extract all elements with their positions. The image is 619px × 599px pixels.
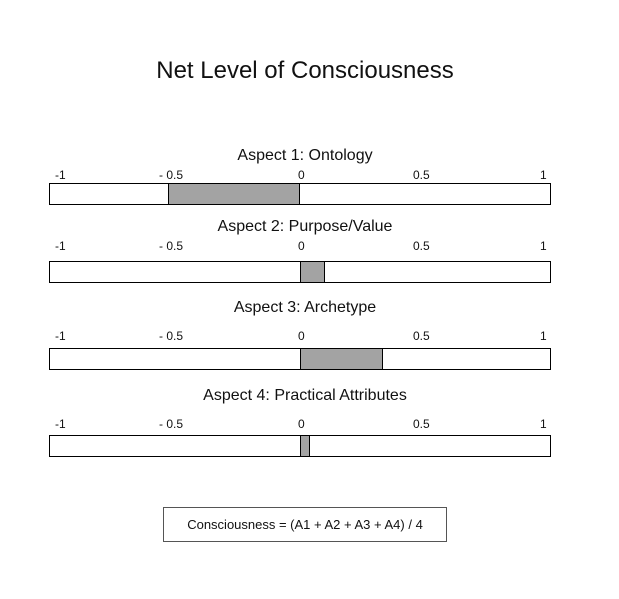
tick-label: - 0.5 (159, 417, 184, 431)
scale-bar (49, 183, 551, 205)
tick-label: -1 (55, 239, 66, 253)
tick-label: 1 (540, 417, 547, 431)
tick-label: 0 (298, 329, 305, 343)
aspect-3: Aspect 3: Archetype -1 - 0.5 0 0.5 1 (0, 298, 619, 388)
diagram-title: Net Level of Consciousness (156, 57, 454, 84)
aspect-title: Aspect 4: Practical Attributes (203, 387, 407, 404)
tick-label: 0 (298, 168, 305, 182)
scale-bar (49, 348, 551, 370)
tick-label: 1 (540, 168, 547, 182)
aspect-value-fill (167, 184, 300, 204)
tick-label: 0 (298, 417, 305, 431)
tick-label: 0.5 (413, 417, 430, 431)
formula-box: Consciousness = (A1 + A2 + A3 + A4) / 4 (163, 507, 447, 542)
tick-label: 0.5 (413, 329, 430, 343)
aspect-title: Aspect 1: Ontology (237, 147, 373, 164)
tick-label: - 0.5 (159, 168, 184, 182)
tick-label: 1 (540, 239, 547, 253)
aspect-2: Aspect 2: Purpose/Value -1 - 0.5 0 0.5 1 (0, 217, 619, 307)
aspect-4: Aspect 4: Practical Attributes -1 - 0.5 … (0, 386, 619, 476)
tick-label: - 0.5 (159, 329, 184, 343)
tick-label: -1 (55, 329, 66, 343)
scale-bar (49, 261, 551, 283)
tick-label: 0.5 (413, 239, 430, 253)
tick-label: -1 (55, 168, 66, 182)
aspect-value-fill (300, 262, 325, 282)
aspect-value-fill (300, 436, 310, 456)
tick-label: 0 (298, 239, 305, 253)
aspect-1: Aspect 1: Ontology -1 - 0.5 0 0.5 1 (0, 146, 619, 236)
aspect-title: Aspect 2: Purpose/Value (217, 218, 393, 235)
formula-text: Consciousness = (A1 + A2 + A3 + A4) / 4 (187, 517, 423, 532)
scale-bar (49, 435, 551, 457)
tick-label: 1 (540, 329, 547, 343)
tick-label: - 0.5 (159, 239, 184, 253)
tick-label: -1 (55, 417, 66, 431)
aspect-title: Aspect 3: Archetype (233, 299, 377, 316)
aspect-value-fill (300, 349, 383, 369)
tick-label: 0.5 (413, 168, 430, 182)
